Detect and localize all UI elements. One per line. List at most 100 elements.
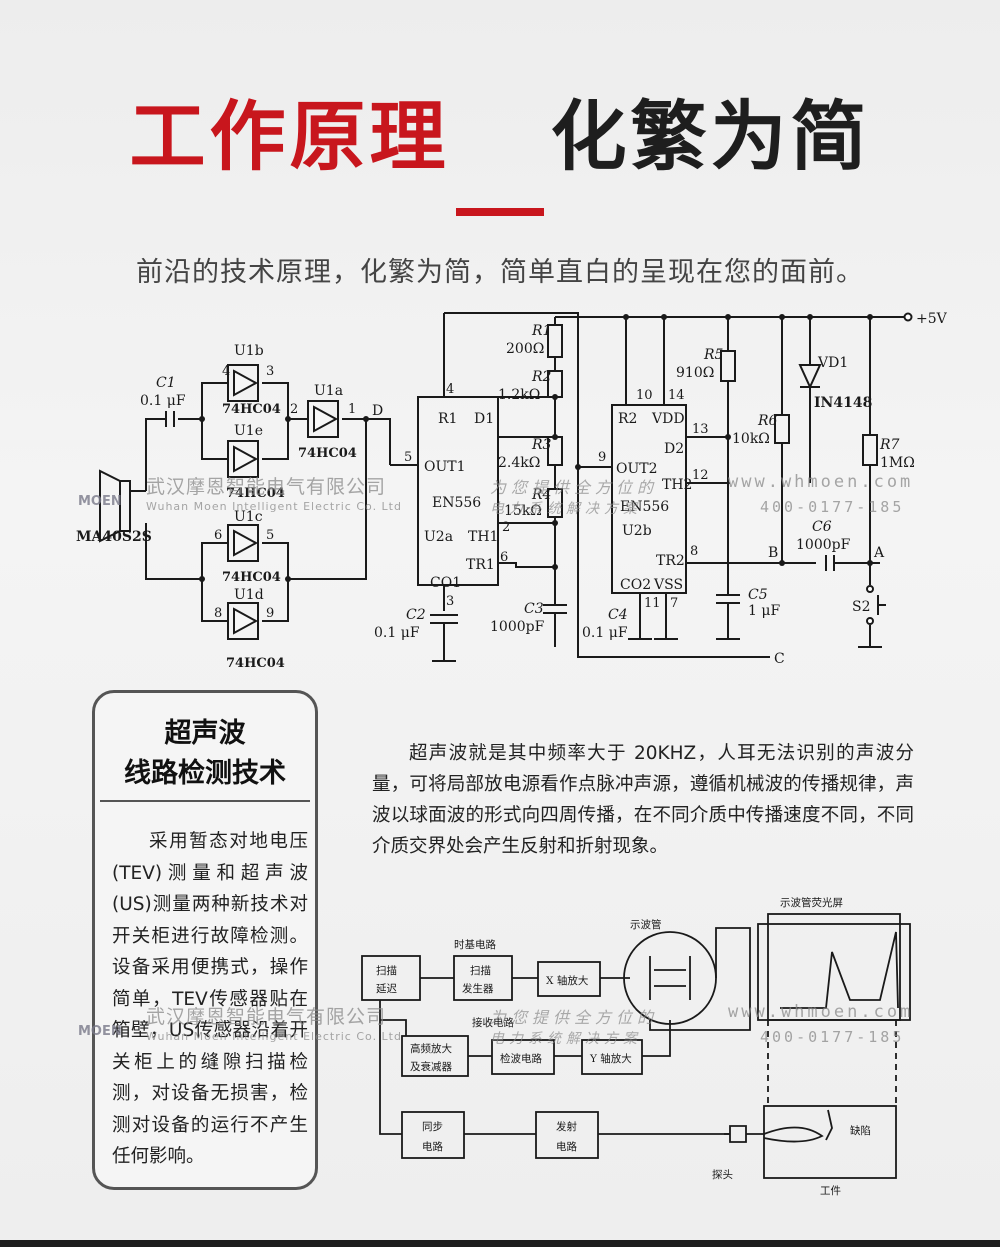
text-hf-amp-2: 及衰减器 xyxy=(410,1060,452,1073)
label-r6-value: 10kΩ xyxy=(732,431,770,447)
label-u1d: U1d xyxy=(234,587,264,603)
pin-label: 14 xyxy=(668,388,685,403)
circuit-diagram: +5V MA40S2S C1 0.1 μF U1b U1e U1a U1c U1… xyxy=(76,311,948,671)
text-sync-1: 同步 xyxy=(422,1121,443,1133)
label-c3: C3 xyxy=(524,601,544,617)
label-en556-b: EN556 xyxy=(620,499,669,515)
pin-vss: VSS xyxy=(653,577,683,593)
pin-label: 6 xyxy=(500,550,508,565)
side-heading-line2: 线路检测技术 xyxy=(124,758,286,789)
text-screen: 示波管荧光屏 xyxy=(780,896,843,909)
label-node-d: D xyxy=(372,403,383,419)
title-red: 工作原理 xyxy=(129,92,450,181)
pin-label: 4 xyxy=(222,364,230,379)
pin-label: 7 xyxy=(670,596,678,611)
label-s2: S2 xyxy=(852,599,871,615)
label-en556-a: EN556 xyxy=(432,495,481,511)
label-u1b: U1b xyxy=(234,343,264,359)
block-x-amp xyxy=(537,961,601,997)
label-r5: R5 xyxy=(703,347,724,363)
block-diagram: 扫描 延迟 时基电路 扫描 发生器 X 轴放大 示波管 示波管荧光屏 接收电路 … xyxy=(361,896,911,1197)
text-defect: 缺陷 xyxy=(850,1124,871,1137)
pin-label: 9 xyxy=(266,606,274,621)
label-hc04-1: 74HC04 xyxy=(222,402,281,417)
label-r1-value: 200Ω xyxy=(506,341,544,357)
page-title: 工作原理 化繁为简 xyxy=(0,92,1000,182)
label-c4: C4 xyxy=(608,607,628,623)
label-c2-value: 0.1 μF xyxy=(374,625,420,641)
side-body-text: 采用暂态对地电压(TEV)测量和超声波(US)测量两种新技术对开关柜进行故障检测… xyxy=(112,831,308,1167)
label-c5: C5 xyxy=(748,587,768,603)
text-hf-amp-1: 高频放大 xyxy=(410,1042,452,1055)
label-r7-value: 1MΩ xyxy=(880,455,915,471)
pin-d1: D1 xyxy=(474,411,494,427)
pin-tr1: TR1 xyxy=(466,557,495,573)
block-y-amp xyxy=(581,1039,643,1075)
pin-r1: R1 xyxy=(438,411,457,427)
label-r6: R6 xyxy=(757,413,778,429)
label-hc04-3: 74HC04 xyxy=(226,486,285,501)
pin-label: 8 xyxy=(690,544,698,559)
label-r3-value: 2.4kΩ xyxy=(498,455,540,471)
label-u1a: U1a xyxy=(314,383,343,399)
pin-th1: TH1 xyxy=(468,529,498,545)
text-receive: 接收电路 xyxy=(472,1016,514,1029)
pin-label: 8 xyxy=(214,606,222,621)
text-scan-gen-1: 扫描 xyxy=(470,964,491,977)
pin-label: 6 xyxy=(214,528,222,543)
text-y-amp: Y 轴放大 xyxy=(589,1052,632,1065)
bottom-border xyxy=(0,1240,1000,1247)
label-transducer: MA40S2S xyxy=(76,529,152,545)
text-detect: 检波电路 xyxy=(500,1052,542,1065)
label-c1: C1 xyxy=(156,375,176,391)
subtitle: 前沿的技术原理，化繁为简，简单直白的呈现在您的面前。 xyxy=(136,257,864,288)
text-probe: 探头 xyxy=(712,1168,733,1181)
pin-co1: CO1 xyxy=(430,575,461,591)
label-u2a: U2a xyxy=(424,529,453,545)
pin-label: 9 xyxy=(598,450,606,465)
label-r4-value: 15kΩ xyxy=(504,503,542,519)
pin-out1: OUT1 xyxy=(424,459,466,475)
label-vd1-value: IN4148 xyxy=(814,395,872,411)
pin-out2: OUT2 xyxy=(616,461,658,477)
label-hc04-5: 74HC04 xyxy=(226,656,285,671)
pin-tr2: TR2 xyxy=(656,553,685,569)
label-u1e: U1e xyxy=(234,423,263,439)
label-r1: R1 xyxy=(531,323,551,339)
side-heading-line1: 超声波 xyxy=(164,718,246,749)
label-r2-value: 1.2kΩ xyxy=(498,387,540,403)
label-r3: R3 xyxy=(531,437,552,453)
text-transmit-1: 发射 xyxy=(556,1120,577,1133)
text-scan-delay-1: 扫描 xyxy=(376,964,397,977)
pin-r2: R2 xyxy=(618,411,637,427)
pin-label: 11 xyxy=(644,596,661,611)
pin-label: 1 xyxy=(348,402,356,417)
label-supply: +5V xyxy=(916,311,948,327)
side-card xyxy=(92,690,318,1190)
label-c3-value: 1000pF xyxy=(490,619,545,635)
label-c4-value: 0.1 μF xyxy=(582,625,628,641)
label-u2b: U2b xyxy=(622,523,652,539)
label-node-c: C xyxy=(774,651,785,667)
label-r5-value: 910Ω xyxy=(676,365,714,381)
pin-label: 3 xyxy=(446,594,454,609)
side-divider xyxy=(100,800,310,802)
label-vd1: VD1 xyxy=(817,355,848,371)
pin-label: 5 xyxy=(266,528,274,543)
pin-vdd: VDD xyxy=(651,411,685,427)
label-r2: R2 xyxy=(531,369,552,385)
block-sync xyxy=(401,1111,465,1159)
label-u1c: U1c xyxy=(234,509,263,525)
pin-label: 4 xyxy=(446,382,454,397)
text-timebase: 时基电路 xyxy=(454,938,496,951)
label-r4: R4 xyxy=(531,487,551,503)
text-workpiece: 工件 xyxy=(820,1185,841,1197)
pin-label: 3 xyxy=(266,364,274,379)
label-c6-value: 1000pF xyxy=(796,537,851,553)
pin-th2: TH2 xyxy=(662,477,692,493)
pin-label: 2 xyxy=(290,402,298,417)
label-c2: C2 xyxy=(406,607,426,623)
pin-label: 10 xyxy=(636,388,653,403)
pin-d2: D2 xyxy=(664,441,684,457)
pin-label: 13 xyxy=(692,422,709,437)
